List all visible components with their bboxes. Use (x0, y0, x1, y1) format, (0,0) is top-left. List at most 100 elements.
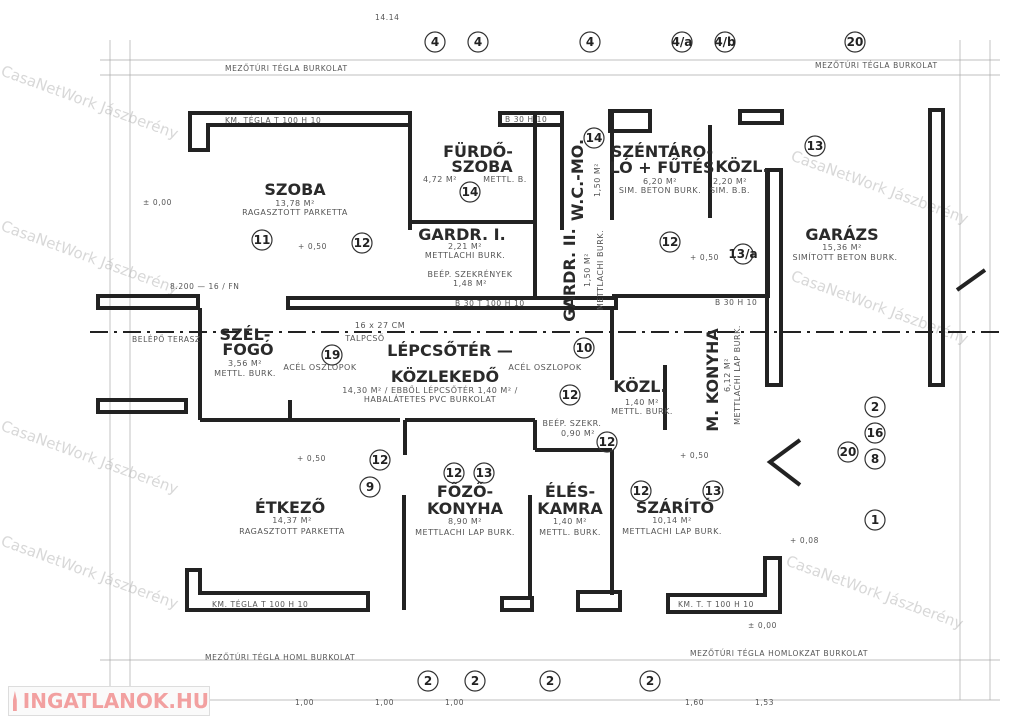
reference-number: 12 (599, 435, 616, 449)
room-area: 3,56 M² (228, 359, 262, 368)
room-name: GARÁZS (805, 225, 878, 244)
reference-circle (417, 670, 439, 692)
dimension-label: 1,60 (685, 698, 704, 707)
room-wc: W.C.-MO. 1,50 M² (568, 139, 602, 221)
room-fozokonyha: FŐZŐ- KONYHA 8,90 M² METTLACHI LAP BURK. (415, 481, 515, 537)
room-name: W.C.-MO. (568, 139, 587, 221)
room-finish: METTLACHI LAP BURK. (415, 528, 515, 537)
reference-number: 4/b (714, 35, 736, 49)
reference-number: 20 (840, 445, 857, 459)
room-beep-szekreny: BEÉP. SZEKR. 0,90 M² (543, 417, 602, 438)
reference-number: 13 (476, 466, 493, 480)
reference-number: 9 (366, 480, 374, 494)
room-finish: METTL. BURK. (214, 369, 276, 378)
room-area: 15,36 M² (822, 243, 862, 252)
reference-number: 4/a (672, 35, 693, 49)
room-name: FÜRDŐ- (443, 141, 513, 161)
reference-number: 13 (705, 484, 722, 498)
watermark: CasaNetWork Jászberény (0, 62, 181, 143)
room-area: 1,40 M² (625, 398, 659, 407)
room-name: SZÁRÍTÓ (636, 498, 714, 517)
house-icon (13, 691, 17, 711)
room-eleskamra: ÉLÉS- KAMRA 1,40 M² METTL. BURK. (537, 482, 603, 537)
room-finish: SIMÍTOTT BETON BURK. (792, 251, 897, 262)
plan-notes: MEZŐTÚRI TÉGLA BURKOLAT MEZŐTÚRI TÉGLA B… (132, 61, 937, 662)
room-finish: METTLACHI BURK. (596, 230, 605, 310)
level-mark: + 0,50 (690, 253, 719, 262)
beam-note: B 30 T 100 H 10 (455, 299, 525, 308)
room-area: 0,90 M² (561, 429, 595, 438)
room-finish: HABALÁTETES PVC BURKOLAT (364, 393, 496, 404)
column-label: ACÉL OSZLOPOK (508, 361, 581, 372)
room-kozlekedo-1: KÖZL. 2,20 M² SIM. B.B. (710, 157, 769, 195)
watermark: CasaNetWork Jászberény (784, 552, 966, 633)
logo-text: INGATLANOK.HU (22, 689, 209, 713)
reference-circle (639, 670, 661, 692)
room-gardrob-1: GARDR. I. 2,21 M² METTLACHI BURK. BEÉP. … (418, 225, 512, 288)
reference-circle (864, 448, 886, 470)
room-finish: RAGASZTOTT PARKETTA (239, 527, 345, 536)
ingatlanok-logo: INGATLANOK.HU (8, 686, 210, 716)
column-label: ACÉL OSZLOPOK (283, 361, 356, 372)
cladding-note: MEZŐTÚRI TÉGLA HOMLOKZAT BURKOLAT (690, 649, 868, 658)
reference-circle (467, 31, 489, 53)
room-szentarolo: SZÉNTÁRO- LÓ + FŰTÉS 6,20 M² SIM. BETON … (609, 142, 714, 195)
reference-number: 20 (847, 35, 864, 49)
room-finish: SIM. BETON BURK. (619, 186, 701, 195)
reference-number: 12 (446, 466, 463, 480)
room-name: BEÉP. SZEKR. (543, 417, 602, 428)
room-kozlekedo-2: KÖZL. 1,40 M² METTL. BURK. (611, 377, 672, 416)
reference-circle (251, 229, 273, 251)
room-lepcsoter-kozlekedo: 16 x 27 CM TALPCSŐ LÉPCSŐTÉR — KÖZLEKEDŐ… (283, 321, 581, 404)
room-finish: RAGASZTOTT PARKETTA (242, 208, 348, 217)
room-garazs: GARÁZS 15,36 M² SIMÍTOTT BETON BURK. (792, 225, 897, 262)
room-furdoszoba: FÜRDŐ- SZOBA 4,72 M² METTL. B. (423, 141, 526, 184)
reference-circle (864, 422, 886, 444)
walls (96, 108, 987, 614)
room-area: 6,12 M² (723, 358, 732, 392)
reference-circle (864, 396, 886, 418)
room-etkezo: ÉTKEZŐ 14,37 M² RAGASZTOTT PARKETTA (239, 497, 345, 536)
dimension-label: 1,00 (375, 698, 394, 707)
reference-circle (459, 181, 481, 203)
beam-note: B 30 H 10 (715, 298, 757, 307)
reference-circle (804, 135, 826, 157)
note-label: TALPCSŐ (344, 333, 384, 343)
watermark: CasaNetWork Jászberény (0, 417, 181, 498)
reference-number: 12 (372, 453, 389, 467)
reference-circle (630, 480, 652, 502)
reference-number: 12 (562, 388, 579, 402)
room-finish: SIM. B.B. (710, 186, 750, 195)
room-name: M. KONYHA (703, 328, 722, 432)
room-name: FŐZŐ- (437, 481, 493, 501)
level-mark: + 0,50 (297, 454, 326, 463)
lintel-note: KM. TÉGLA T 100 H 10 (225, 116, 321, 125)
reference-number: 12 (662, 235, 679, 249)
cladding-note: MEZŐTÚRI TÉGLA BURKOLAT (225, 64, 348, 73)
room-area: 1,48 M² (453, 279, 487, 288)
cladding-note: MEZŐTÚRI TÉGLA HOML BURKOLAT (205, 653, 355, 662)
room-area: 2,21 M² (448, 242, 482, 251)
reference-circle (369, 449, 391, 471)
room-area: 8,90 M² (448, 517, 482, 526)
room-name: LÉPCSŐTÉR — (387, 340, 513, 360)
dimension-lines (100, 40, 1000, 701)
reference-number: 13/a (728, 247, 757, 261)
room-area: 6,20 M² (643, 177, 677, 186)
reference-number: 16 (867, 426, 884, 440)
reference-number: 14 (462, 185, 479, 199)
reference-number: 2 (424, 674, 432, 688)
reference-circle (359, 476, 381, 498)
lintel-sign: 8.200 — 16 / FN (170, 282, 240, 291)
reference-circle (844, 31, 866, 53)
level-mark: ± 0,00 (748, 621, 777, 630)
reference-number: 14 (586, 131, 603, 145)
room-area: 4,72 M² (423, 175, 457, 184)
stair-size: 16 x 27 CM (355, 321, 405, 330)
room-finish: METTLACHI LAP BURK. (622, 527, 722, 536)
level-mark: + 0,50 (680, 451, 709, 460)
room-name: LÓ + FŰTÉS (609, 157, 714, 177)
